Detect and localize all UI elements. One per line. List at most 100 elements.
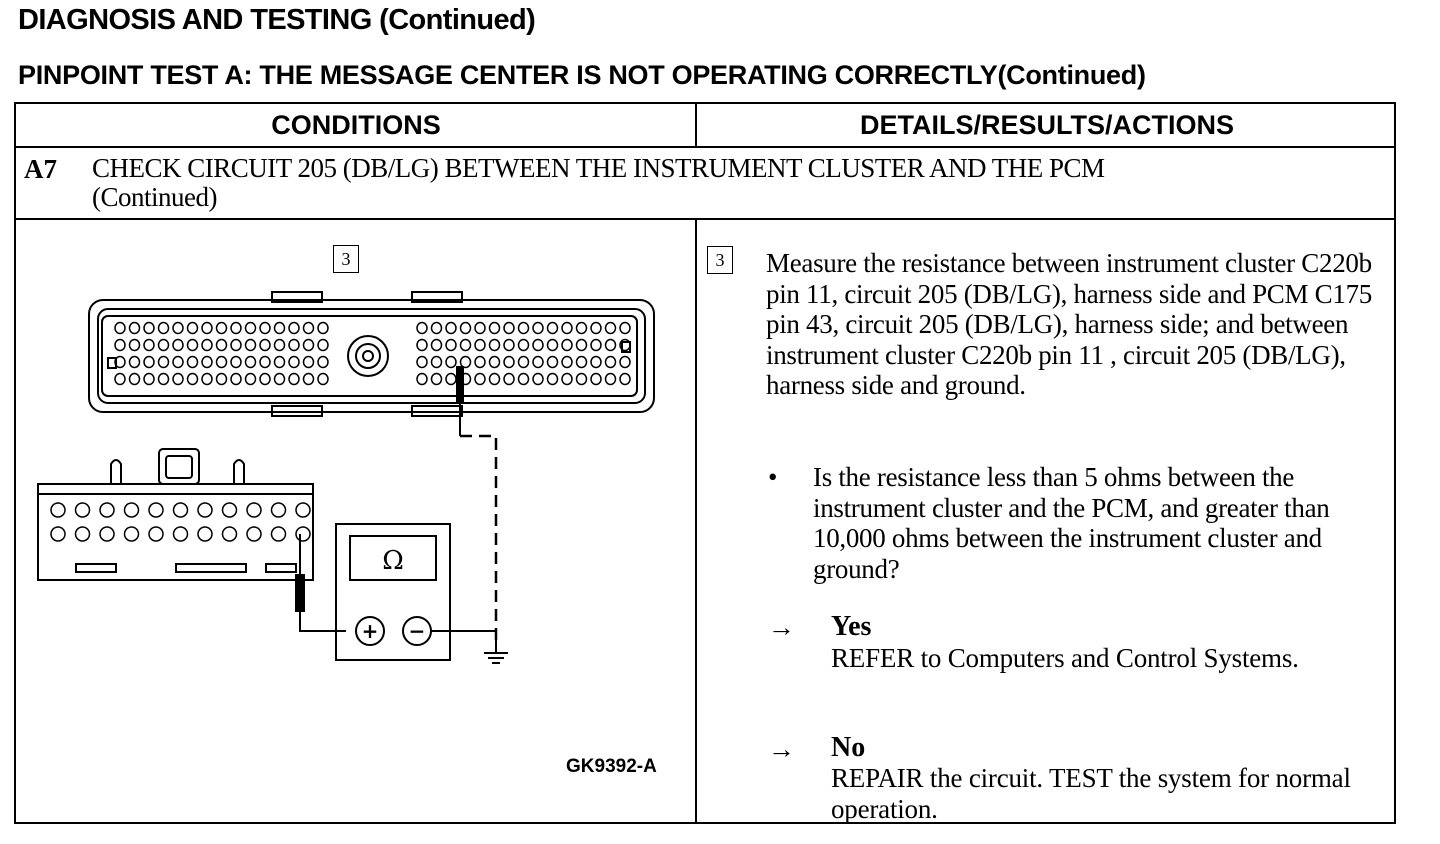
- page-title: DIAGNOSIS AND TESTING (Continued): [18, 4, 536, 36]
- yes-arrow-icon: →: [768, 612, 795, 642]
- connector-pin: [230, 355, 242, 369]
- connector-pin: [517, 372, 530, 386]
- connector-pin: [273, 321, 286, 335]
- connector-pin: [561, 338, 573, 352]
- details-step-ref: 3: [707, 246, 733, 274]
- pcm-connector-pins: [114, 321, 631, 386]
- connector-pin: [230, 338, 242, 352]
- connector-pin: [445, 338, 457, 352]
- connector-pin: [459, 321, 472, 335]
- connector-pin: [259, 372, 271, 386]
- connector-pin: [246, 526, 262, 542]
- connector-pin: [143, 338, 155, 352]
- connector-pin: [148, 526, 164, 542]
- connector-pin: [288, 372, 300, 386]
- connector-pin: [503, 321, 515, 335]
- pcm-probe: [456, 366, 498, 640]
- connector-pin: [230, 372, 242, 386]
- connector-pin: [575, 338, 588, 352]
- connector-pin: [270, 526, 287, 542]
- connector-pin: [575, 355, 588, 369]
- header-divider: [695, 104, 697, 146]
- connector-pin: [114, 321, 126, 335]
- step-title: CHECK CIRCUIT 205 (DB/LG) BETWEEN THE IN…: [92, 154, 1105, 212]
- connector-pin: [430, 355, 443, 369]
- connector-pin: [201, 355, 213, 369]
- connector-pin: [430, 372, 443, 386]
- step-title-line2: (Continued): [92, 182, 217, 212]
- connector-pin: [619, 355, 631, 369]
- connector-pin: [157, 338, 170, 352]
- connector-pin: [503, 372, 515, 386]
- connector-pin: [128, 372, 141, 386]
- connector-pin: [197, 526, 213, 542]
- details-header: DETAILS/RESULTS/ACTIONS: [859, 110, 1234, 140]
- connector-pin: [215, 338, 228, 352]
- no-action: REPAIR the circuit. TEST the system for …: [831, 763, 1351, 824]
- connector-pin: [317, 321, 329, 335]
- connector-pin: [575, 321, 588, 335]
- connector-pin: [273, 355, 286, 369]
- connector-pin: [157, 321, 170, 335]
- connector-pin: [244, 355, 257, 369]
- connector-pin: [561, 321, 573, 335]
- connector-pin: [157, 355, 170, 369]
- connector-pin: [114, 355, 126, 369]
- connector-pin: [157, 372, 170, 386]
- connector-pin: [259, 355, 271, 369]
- connector-pin: [474, 338, 486, 352]
- connector-pin: [590, 338, 602, 352]
- connector-pin: [172, 321, 184, 335]
- connector-pin: [317, 355, 329, 369]
- connector-pin: [186, 321, 199, 335]
- connector-pin: [123, 502, 140, 518]
- connector-pin: [259, 338, 271, 352]
- connector-pin: [445, 321, 457, 335]
- connector-pin: [302, 355, 315, 369]
- connector-pin: [172, 355, 184, 369]
- connector-pin: [430, 338, 443, 352]
- connector-pin: [430, 321, 443, 335]
- connector-pin: [74, 526, 91, 542]
- resistance-question: Is the resistance less than 5 ohms betwe…: [813, 462, 1330, 584]
- connector-pin: [244, 338, 257, 352]
- connector-pin: [99, 502, 115, 518]
- connector-pin: [172, 526, 189, 542]
- connector-pin: [604, 338, 617, 352]
- connector-pin: [474, 372, 486, 386]
- pinpoint-test-table: CONDITIONS DETAILS/RESULTS/ACTIONS A7 CH…: [14, 102, 1396, 824]
- connector-pin: [201, 321, 213, 335]
- connector-pin: [503, 355, 515, 369]
- ground-icon: [484, 640, 508, 664]
- connector-pin: [517, 355, 530, 369]
- connector-pin: [317, 338, 329, 352]
- connector-pin: [619, 338, 631, 352]
- connector-pin: [474, 321, 486, 335]
- connector-pin: [288, 355, 300, 369]
- connector-pin: [288, 338, 300, 352]
- connector-pin: [546, 355, 559, 369]
- connector-pin: [123, 526, 140, 542]
- connector-pin: [143, 355, 155, 369]
- connector-pin: [244, 372, 257, 386]
- no-label: No: [831, 732, 866, 763]
- details-column: 3 Measure the resistance between instrum…: [16, 104, 1394, 824]
- connector-pin: [270, 502, 287, 518]
- connector-pin: [488, 372, 501, 386]
- connector-pin: [619, 321, 631, 335]
- connector-pin: [74, 502, 91, 518]
- connector-pin: [445, 355, 457, 369]
- connector-pin: [590, 355, 602, 369]
- ohm-symbol: Ω: [382, 546, 404, 576]
- cluster-connector: [37, 448, 314, 581]
- connector-pin: [488, 321, 501, 335]
- yes-action: REFER to Computers and Control Systems.: [831, 643, 1299, 673]
- connector-pin: [575, 372, 588, 386]
- table-header: CONDITIONS DETAILS/RESULTS/ACTIONS: [16, 104, 1394, 148]
- connector-pin: [517, 321, 530, 335]
- connector-pin: [186, 355, 199, 369]
- connector-pin: [99, 526, 115, 542]
- connector-pin: [114, 372, 126, 386]
- ohmmeter: [335, 523, 496, 661]
- step-number: A7: [24, 154, 57, 184]
